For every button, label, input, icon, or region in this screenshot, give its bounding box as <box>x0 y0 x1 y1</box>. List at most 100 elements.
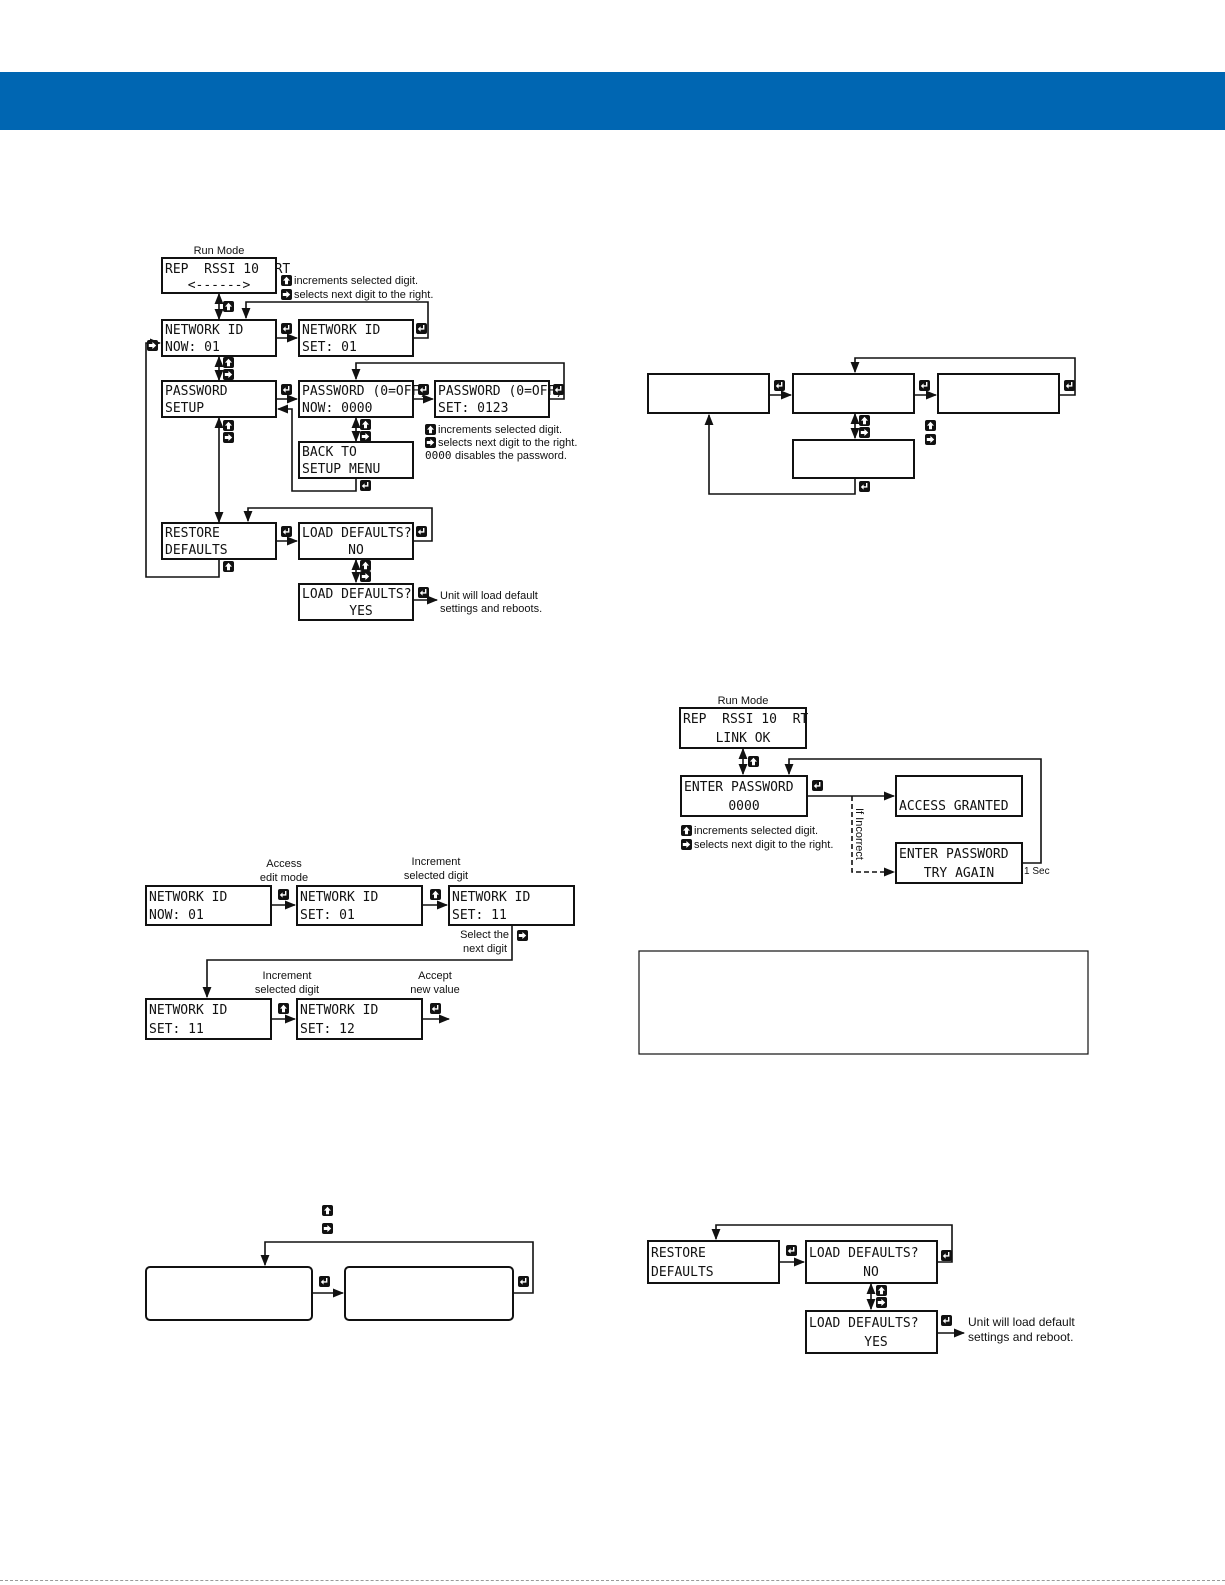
enter-key-icon <box>281 526 292 537</box>
edit-box-1 <box>145 885 272 926</box>
blank-display-d <box>792 439 915 479</box>
enter-key-icon <box>281 384 292 395</box>
run-mode-line1: REP RSSI 10 RT <box>165 262 290 277</box>
access-label-line2: edit mode <box>260 872 308 884</box>
restore-2-line2: DEFAULTS <box>651 1265 714 1280</box>
increment-label-line1: Increment <box>412 856 461 868</box>
up-arrow-key-icon <box>876 1285 887 1296</box>
enter-password-display <box>680 775 808 817</box>
up-arrow-key-icon <box>223 301 234 312</box>
one-sec-label: 1 Sec <box>1024 866 1050 877</box>
back-to-setup-line2: SETUP MENU <box>302 462 380 477</box>
hint-up-text: increments selected digit. <box>294 275 418 287</box>
enter-key-icon <box>281 323 292 334</box>
load-yes-display-2 <box>805 1310 938 1354</box>
right-arrow-key-icon <box>681 839 692 850</box>
load-no-2-line1: LOAD DEFAULTS? <box>809 1246 919 1261</box>
up-arrow-key-icon <box>223 420 234 431</box>
try-again-line1: ENTER PASSWORD <box>899 847 1009 862</box>
load-note-line1: Unit will load default <box>440 590 538 602</box>
restore-defaults-display <box>161 522 277 560</box>
network-id-now-line1: NETWORK ID <box>165 323 243 338</box>
enter-key-icon <box>919 380 930 391</box>
pw-hint-zero-code: 0000 <box>425 449 452 462</box>
enter-key-icon <box>1064 380 1075 391</box>
enter-key-icon <box>518 1276 529 1287</box>
right-arrow-key-icon <box>322 1223 333 1234</box>
load-defaults-yes-line2: YES <box>349 604 372 619</box>
password-now-line2: NOW: 0000 <box>302 401 372 416</box>
up-arrow-key-icon <box>425 424 436 435</box>
pw-hint-zero-text: disables the password. <box>452 450 567 462</box>
up-arrow-key-icon <box>278 1003 289 1014</box>
run-mode-2-line1: REP RSSI 10 RT <box>683 712 808 727</box>
enter-key-icon <box>416 526 427 537</box>
run-mode-display <box>161 257 277 294</box>
increment2-label-line1: Increment <box>263 970 312 982</box>
restore-defaults-line1: RESTORE <box>165 526 220 541</box>
pw-entry-hint-right: selects next digit to the right. <box>694 839 833 851</box>
up-arrow-key-icon <box>322 1205 333 1216</box>
if-incorrect-label: If Incorrect <box>853 808 865 860</box>
setup-menu-diagram: Run Mode REP RSSI 10 RT <------> increme… <box>145 245 577 621</box>
edit-box-4-line2: SET: 11 <box>149 1022 204 1037</box>
right-arrow-key-icon <box>360 571 371 582</box>
network-id-now-line2: NOW: 01 <box>165 340 220 355</box>
load-defaults-yes-display <box>298 583 414 621</box>
password-entry-diagram: Run Mode REP RSSI 10 RT LINK OK ENTER PA… <box>679 695 1050 884</box>
load-note-2-line2: settings and reboot. <box>968 1330 1073 1344</box>
password-setup-line2: SETUP <box>165 401 204 416</box>
up-arrow-key-icon <box>681 825 692 836</box>
next-digit-label-line1: Select the <box>460 929 509 941</box>
run-mode-label-2: Run Mode <box>718 695 769 707</box>
password-set-line2: SET: 0123 <box>438 401 508 416</box>
page-bottom-rule <box>0 1580 1225 1581</box>
edit-box-4-line1: NETWORK ID <box>149 1003 227 1018</box>
blank-display-c <box>937 373 1060 414</box>
enter-key-icon <box>430 1003 441 1014</box>
run-mode-2-line2: LINK OK <box>716 731 771 746</box>
run-mode-line2: <------> <box>188 278 251 293</box>
load-defaults-no-line1: LOAD DEFAULTS? <box>302 526 412 541</box>
up-arrow-key-icon <box>430 889 441 900</box>
load-defaults-no-line2: NO <box>348 543 364 558</box>
password-set-display <box>434 380 550 418</box>
enter-key-icon <box>319 1276 330 1287</box>
edit-box-2-line1: NETWORK ID <box>300 890 378 905</box>
access-label-line1: Access <box>266 858 302 870</box>
pw-hint-right-text: selects next digit to the right. <box>438 437 577 449</box>
pw-hint-up-text: increments selected digit. <box>438 424 562 436</box>
edit-box-5-line2: SET: 12 <box>300 1022 355 1037</box>
note-box <box>638 950 1089 1055</box>
right-arrow-key-icon <box>517 930 528 941</box>
restore-2-line1: RESTORE <box>651 1246 706 1261</box>
edit-box-1-line1: NETWORK ID <box>149 890 227 905</box>
enter-key-icon <box>812 780 823 791</box>
blank-pair-diagram <box>145 1205 534 1321</box>
header-banner <box>0 72 1225 130</box>
enter-key-icon <box>418 384 429 395</box>
network-id-set-display <box>298 319 414 357</box>
try-again-line2: TRY AGAIN <box>924 866 994 881</box>
back-to-setup-line1: BACK TO <box>302 445 357 460</box>
right-arrow-key-icon <box>859 427 870 438</box>
up-arrow-key-icon <box>360 419 371 430</box>
enter-key-icon <box>278 889 289 900</box>
enter-key-icon <box>418 587 429 598</box>
up-arrow-key-icon <box>360 560 371 571</box>
blank-flow-diagram <box>647 357 1076 495</box>
load-defaults-yes-line1: LOAD DEFAULTS? <box>302 587 412 602</box>
enter-key-icon <box>941 1250 952 1261</box>
load-note-line2: settings and reboots. <box>440 603 542 615</box>
accept-label-line2: new value <box>410 984 460 996</box>
password-now-display <box>298 380 414 418</box>
edit-box-2-line2: SET: 01 <box>300 908 355 923</box>
blank-display-e <box>145 1266 313 1321</box>
accept-label-line1: Accept <box>418 970 452 982</box>
load-no-display-2 <box>805 1240 938 1284</box>
run-mode-label: Run Mode <box>194 245 245 257</box>
restore-defaults-diagram: RESTORE DEFAULTS LOAD DEFAULTS? NO LOAD … <box>647 1224 1075 1354</box>
right-arrow-key-icon <box>281 289 292 300</box>
load-yes-2-line2: YES <box>864 1335 887 1350</box>
access-granted-text: ACCESS GRANTED <box>899 799 1009 814</box>
